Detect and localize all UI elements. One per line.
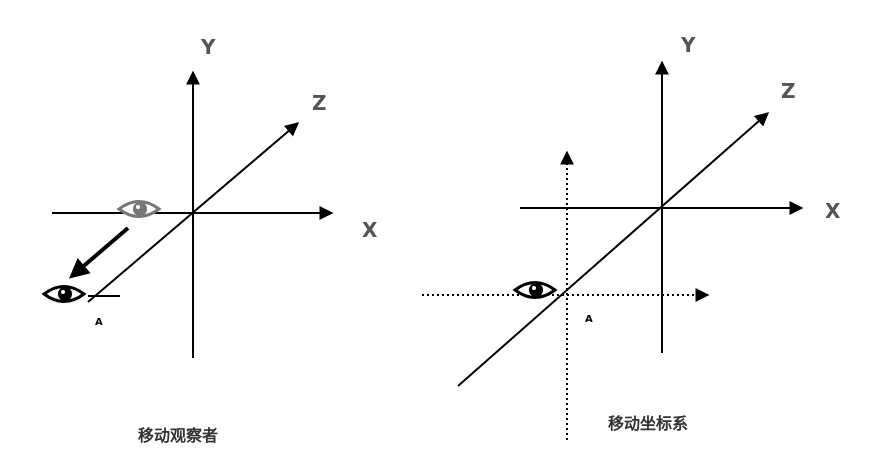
right-y-label: Y — [680, 33, 696, 57]
left-x-label: X — [362, 218, 378, 242]
arrow-icon — [68, 226, 130, 279]
right-caption: 移动坐标系 — [608, 414, 688, 433]
eye-icon — [116, 200, 162, 218]
right-diagram: Y Z X A 移动坐标系 — [422, 33, 841, 440]
left-point-a-label: A — [95, 317, 103, 328]
left-diagram: Y Z X A 移动观察者 — [41, 35, 378, 445]
right-z-axis — [457, 112, 770, 387]
eye-icon — [512, 281, 558, 299]
right-x-label: X — [825, 199, 841, 223]
left-z-label: Z — [312, 91, 327, 115]
left-z-axis — [87, 122, 300, 303]
right-z-label: Z — [781, 79, 796, 103]
eye-icon — [41, 285, 87, 303]
left-caption: 移动观察者 — [138, 426, 218, 445]
left-y-label: Y — [200, 35, 216, 59]
right-point-a-label: A — [585, 314, 593, 325]
